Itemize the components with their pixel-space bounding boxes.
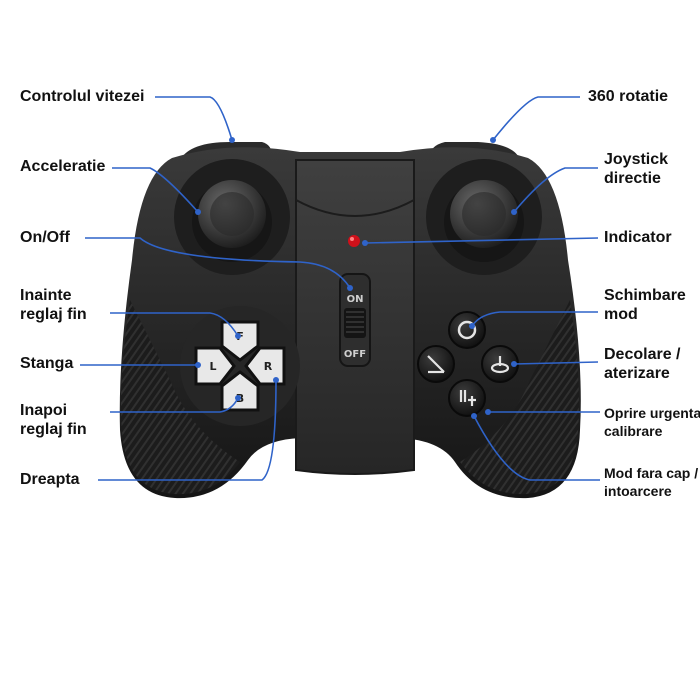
panel-seam (295, 199, 415, 217)
label-direction-joystick: Joystick directie (604, 150, 668, 188)
label-speed-control: Controlul vitezei (20, 88, 145, 105)
label-on-off: On/Off (20, 229, 70, 246)
callout-indicator (364, 237, 599, 244)
label-headless-mode-line2: intoarcere (604, 483, 672, 499)
callout-acceleration (112, 167, 199, 213)
right-joystick[interactable] (426, 159, 542, 275)
label-backward-trim-line1: Inapoi (20, 402, 68, 419)
label-mode-change: Schimbare mod (604, 286, 686, 324)
label-mode-change-line1: Schimbare (604, 287, 686, 304)
label-forward-trim: Inainte reglaj fin (20, 286, 87, 324)
switch-on-label: ON (347, 294, 364, 305)
mode-icon (457, 320, 477, 340)
dpad: F L B R (180, 306, 300, 426)
label-mode-change-line2: mod (604, 306, 638, 323)
label-headless-mode-line1: Mod fara cap / (604, 465, 699, 481)
label-takeoff-landing-line2: aterizare (604, 365, 670, 382)
left-joystick[interactable] (174, 159, 290, 275)
switch-off-label: OFF (344, 349, 366, 360)
dpad-right-button[interactable]: R (244, 346, 286, 386)
label-forward-trim-line2: reglaj fin (20, 306, 87, 323)
right-grip-texture (460, 300, 579, 495)
label-takeoff-landing-line1: Decolare / (604, 346, 681, 363)
callout-forward (110, 312, 239, 337)
label-headless-mode: Mod fara cap / intoarcere (604, 464, 698, 500)
callout-onoff (85, 237, 351, 289)
label-indicator: Indicator (604, 229, 672, 246)
label-backward-trim: Inapoi reglaj fin (20, 401, 87, 439)
calibrate-icon (459, 390, 476, 406)
label-emergency-stop-line1: Oprire urgenta / (604, 405, 700, 421)
label-emergency-stop-line2: calibrare (604, 423, 663, 439)
callout-speed (155, 96, 233, 141)
headless-mode-button[interactable] (417, 345, 455, 383)
headless-icon (427, 355, 445, 374)
dpad-left-label: L (209, 360, 216, 373)
label-direction-joystick-line1: Joystick (604, 151, 669, 168)
label-acceleration: Acceleratie (20, 158, 106, 175)
label-backward-trim-line2: reglaj fin (20, 421, 87, 438)
callout-right (98, 379, 277, 481)
callout-headless (473, 415, 600, 481)
label-rotation-360: 360 rotatie (588, 88, 669, 105)
dpad-left-button[interactable]: L (194, 346, 236, 386)
label-emergency-stop: Oprire urgenta / calibrare (604, 404, 700, 440)
led-highlight (350, 237, 354, 241)
callout-rotation (492, 96, 580, 141)
indicator-led (348, 235, 360, 247)
callout-dots (195, 137, 517, 419)
emergency-stop-button[interactable] (448, 379, 486, 417)
label-direction-joystick-line2: directie (604, 170, 661, 187)
label-forward-trim-line1: Inainte (20, 287, 72, 304)
label-left: Stanga (20, 355, 74, 372)
left-grip-texture (121, 300, 240, 495)
mode-change-button[interactable] (448, 311, 486, 349)
takeoff-landing-button[interactable] (481, 345, 519, 383)
power-switch[interactable]: ON OFF (339, 273, 371, 367)
callout-joystick (513, 167, 598, 213)
label-right: Dreapta (20, 471, 80, 488)
label-takeoff-landing: Decolare / aterizare (604, 345, 680, 383)
callout-takeoff (513, 361, 599, 365)
takeoff-icon (490, 356, 510, 374)
dpad-right-label: R (264, 360, 273, 373)
